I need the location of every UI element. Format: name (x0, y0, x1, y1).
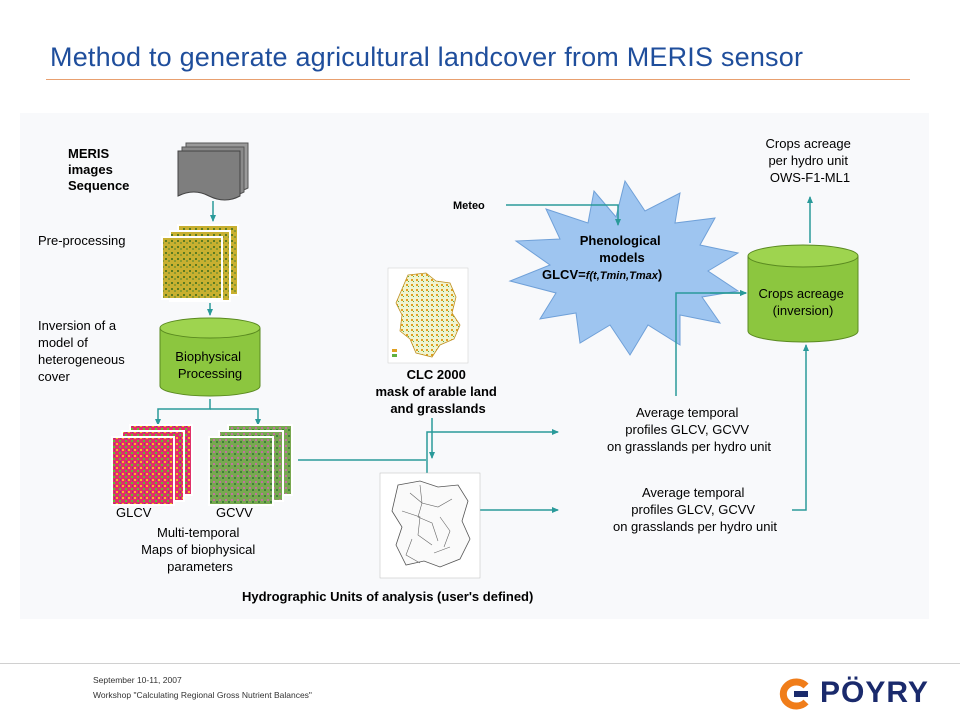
profiles-bottom-label: Average temporal profiles GLCV, GCVV on … (613, 485, 777, 534)
biophysical-label: Biophysical Processing (175, 349, 244, 381)
meris-label: MERIS images Sequence (68, 146, 129, 193)
crops-output-label: Crops acreage per hydro unit OWS-F1-ML1 (766, 136, 855, 185)
footer-workshop: Workshop "Calculating Regional Gross Nut… (93, 690, 312, 700)
poyry-logo-icon (779, 678, 809, 710)
crops-db-label: Crops acreage (inversion) (759, 286, 848, 318)
gcvv-map-stack (208, 424, 293, 506)
phenological-formula: GLCV=f(t,Tmin,Tmax) (542, 267, 662, 282)
clc-label: CLC 2000 mask of arable land and grassla… (375, 367, 500, 416)
inversion-label: Inversion of a model of heterogeneous co… (38, 318, 128, 384)
preprocessing-label: Pre-processing (38, 233, 125, 248)
crops-acreage-cylinder (747, 244, 859, 343)
multitemporal-label: Multi-temporal Maps of biophysical param… (141, 525, 259, 574)
arrow-meteo-to-phenological (506, 204, 621, 226)
glcv-label: GLCV (116, 505, 152, 520)
poyry-logo-text: PÖYRY (820, 676, 929, 709)
gcvv-label: GCVV (216, 505, 253, 520)
page-title: Method to generate agricultural landcove… (50, 42, 804, 72)
method-diagram: MERIS images Sequence Pre-processing Bio… (20, 113, 929, 619)
hydrographic-label: Hydrographic Units of analysis (user's d… (242, 589, 533, 604)
footer-date: September 10-11, 2007 (93, 675, 182, 685)
phenological-models-starburst (508, 179, 740, 356)
profiles-top-label: Average temporal profiles GLCV, GCVV on … (607, 405, 771, 454)
biophysical-processing-cylinder (159, 317, 261, 397)
meteo-label: Meteo (453, 200, 485, 212)
diagram-svg: MERIS images Sequence Pre-processing Bio… (38, 136, 859, 604)
glcv-map-stack (111, 424, 193, 506)
clc2000-map (387, 267, 469, 364)
arrow-to-profiles-top (426, 429, 559, 460)
hydrographic-units-map (379, 472, 481, 579)
preprocessed-image-stack (161, 224, 239, 302)
arrow-to-glcv (155, 399, 211, 426)
title-divider (46, 79, 910, 80)
arrow-profiles-top-to-crops (675, 290, 747, 396)
footer-divider (0, 663, 960, 664)
meris-images-icon (177, 142, 249, 201)
arrow-to-gcvv (210, 408, 261, 426)
phenological-label: Phenological models (580, 233, 665, 265)
arrow-profiles-bottom-to-crops (792, 344, 809, 511)
